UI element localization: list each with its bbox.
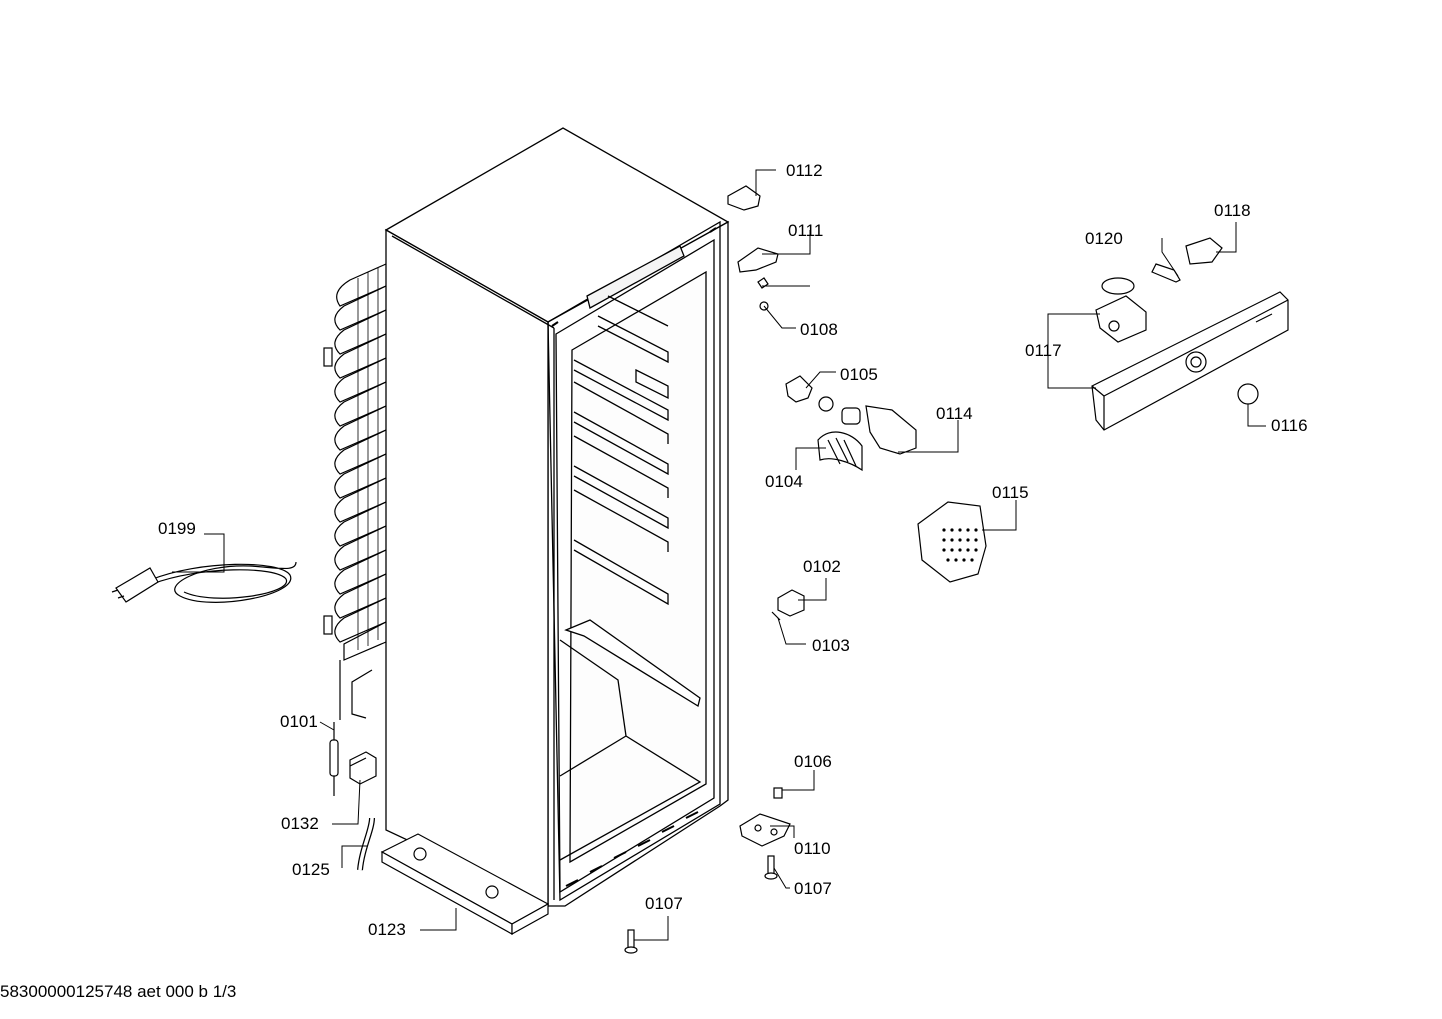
small-parts-left <box>329 722 377 871</box>
part-label-0111[interactable]: 0111 <box>788 221 823 240</box>
small-parts-middle <box>624 185 987 954</box>
part-label-0105[interactable]: 0105 <box>840 365 878 384</box>
part-label-0104[interactable]: 0104 <box>765 472 803 491</box>
part-label-0116[interactable]: 0116 <box>1271 416 1308 435</box>
part-label-0106[interactable]: 0106 <box>794 752 832 771</box>
part-label-0125[interactable]: 0125 <box>292 860 330 879</box>
part-label-0132[interactable]: 0132 <box>281 814 319 833</box>
document-code: 58300000125748 aet 000 b 1/3 <box>0 982 237 1001</box>
leader-lines <box>172 169 1266 941</box>
power-cord <box>111 561 297 603</box>
part-label-0115[interactable]: 0115 <box>992 483 1029 502</box>
condenser-coil <box>323 263 387 720</box>
control-panel-parts <box>1091 237 1289 431</box>
base-tray <box>380 833 550 936</box>
part-label-0110[interactable]: 0110 <box>794 839 831 858</box>
part-label-0120[interactable]: 0120 <box>1085 229 1123 248</box>
part-label-0103[interactable]: 0103 <box>812 636 850 655</box>
part-label-0107[interactable]: 0107 <box>794 879 832 898</box>
part-label-0108[interactable]: 0108 <box>800 320 838 339</box>
part-label-0107[interactable]: 0107 <box>645 894 683 913</box>
part-label-0114[interactable]: 0114 <box>936 404 973 423</box>
part-label-0102[interactable]: 0102 <box>803 557 841 576</box>
part-label-0112[interactable]: 0112 <box>786 161 823 180</box>
part-label-0118[interactable]: 0118 <box>1214 201 1251 220</box>
part-labels: 0112 0111 0108 0105 0114 0104 0115 0102 … <box>158 161 1308 939</box>
part-label-0117[interactable]: 0117 <box>1025 341 1062 360</box>
refrigerator-cabinet <box>384 127 730 908</box>
part-label-0123[interactable]: 0123 <box>368 920 406 939</box>
part-label-0101[interactable]: 0101 <box>280 712 318 731</box>
part-label-0199[interactable]: 0199 <box>158 519 196 538</box>
